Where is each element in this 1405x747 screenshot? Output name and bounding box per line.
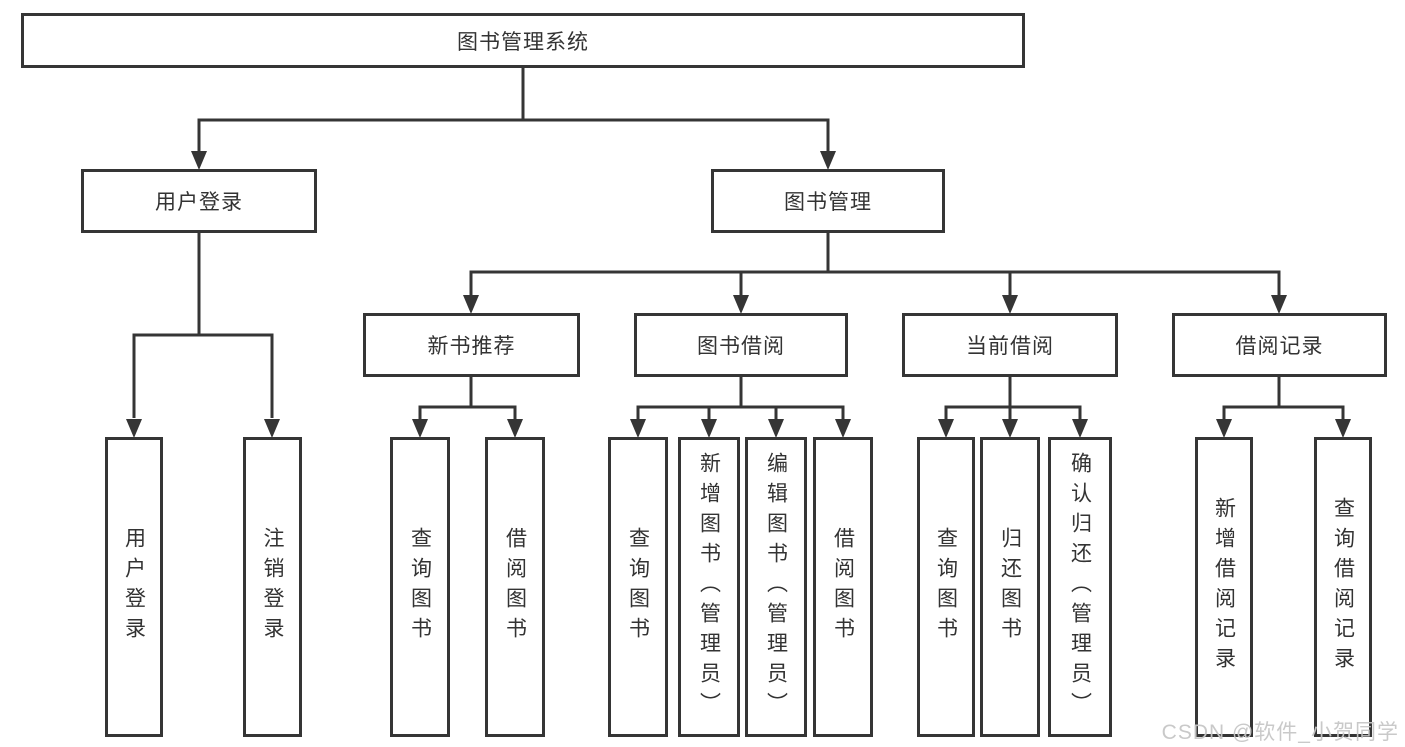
node-book-management: 图书管理 xyxy=(711,169,945,233)
node-user-login-action: 用户登录 xyxy=(105,437,163,737)
arrowhead-down-icon xyxy=(191,151,207,170)
node-query-books-borrowing: 查询图书 xyxy=(608,437,668,737)
connector-current-borrowing-branch xyxy=(944,375,1082,420)
node-confirm-return-admin: 确认归还（管理员） xyxy=(1048,437,1112,737)
node-query-books-current: 查询图书 xyxy=(917,437,975,737)
arrowhead-down-icon xyxy=(768,419,784,438)
arrowhead-down-icon xyxy=(733,295,749,314)
arrowhead-down-icon xyxy=(701,419,717,438)
node-add-books-admin: 新增图书（管理员） xyxy=(678,437,740,737)
node-new-book-recommendation: 新书推荐 xyxy=(363,313,580,377)
arrowhead-down-icon xyxy=(1335,419,1351,438)
csdn-watermark: CSDN @软件_小贺同学 xyxy=(1161,721,1399,744)
arrowhead-down-icon xyxy=(507,419,523,438)
node-book-borrowing: 图书借阅 xyxy=(634,313,848,377)
arrowhead-down-icon xyxy=(820,151,836,170)
connector-user-login-branch xyxy=(132,231,274,418)
connector-new-book-branch xyxy=(418,375,517,420)
arrowhead-down-icon xyxy=(1271,295,1287,314)
node-query-borrow-record: 查询借阅记录 xyxy=(1314,437,1372,737)
node-return-books: 归还图书 xyxy=(980,437,1040,737)
connector-book-management-branch xyxy=(469,231,1281,295)
arrowhead-down-icon xyxy=(126,419,142,438)
node-edit-books-admin: 编辑图书（管理员） xyxy=(745,437,807,737)
node-logout-action: 注销登录 xyxy=(243,437,302,737)
node-library-management-system: 图书管理系统 xyxy=(21,13,1025,68)
arrowhead-down-icon xyxy=(938,419,954,438)
arrowhead-down-icon xyxy=(1002,295,1018,314)
arrowhead-down-icon xyxy=(264,419,280,438)
node-borrow-books-borrowing: 借阅图书 xyxy=(813,437,873,737)
arrowhead-down-icon xyxy=(1002,419,1018,438)
arrowhead-down-icon xyxy=(835,419,851,438)
arrowhead-down-icon xyxy=(412,419,428,438)
node-query-books-recommend: 查询图书 xyxy=(390,437,450,737)
arrowhead-down-icon xyxy=(1072,419,1088,438)
arrowhead-down-icon xyxy=(630,419,646,438)
connector-root-branch xyxy=(197,66,830,151)
connector-borrowing-records-branch xyxy=(1222,375,1345,420)
node-add-borrow-record: 新增借阅记录 xyxy=(1195,437,1253,737)
node-user-login: 用户登录 xyxy=(81,169,317,233)
node-borrowing-records: 借阅记录 xyxy=(1172,313,1387,377)
node-borrow-books-recommend: 借阅图书 xyxy=(485,437,545,737)
arrowhead-down-icon xyxy=(463,295,479,314)
node-current-borrowing: 当前借阅 xyxy=(902,313,1118,377)
arrowhead-down-icon xyxy=(1216,419,1232,438)
connector-book-borrowing-branch xyxy=(636,375,845,420)
